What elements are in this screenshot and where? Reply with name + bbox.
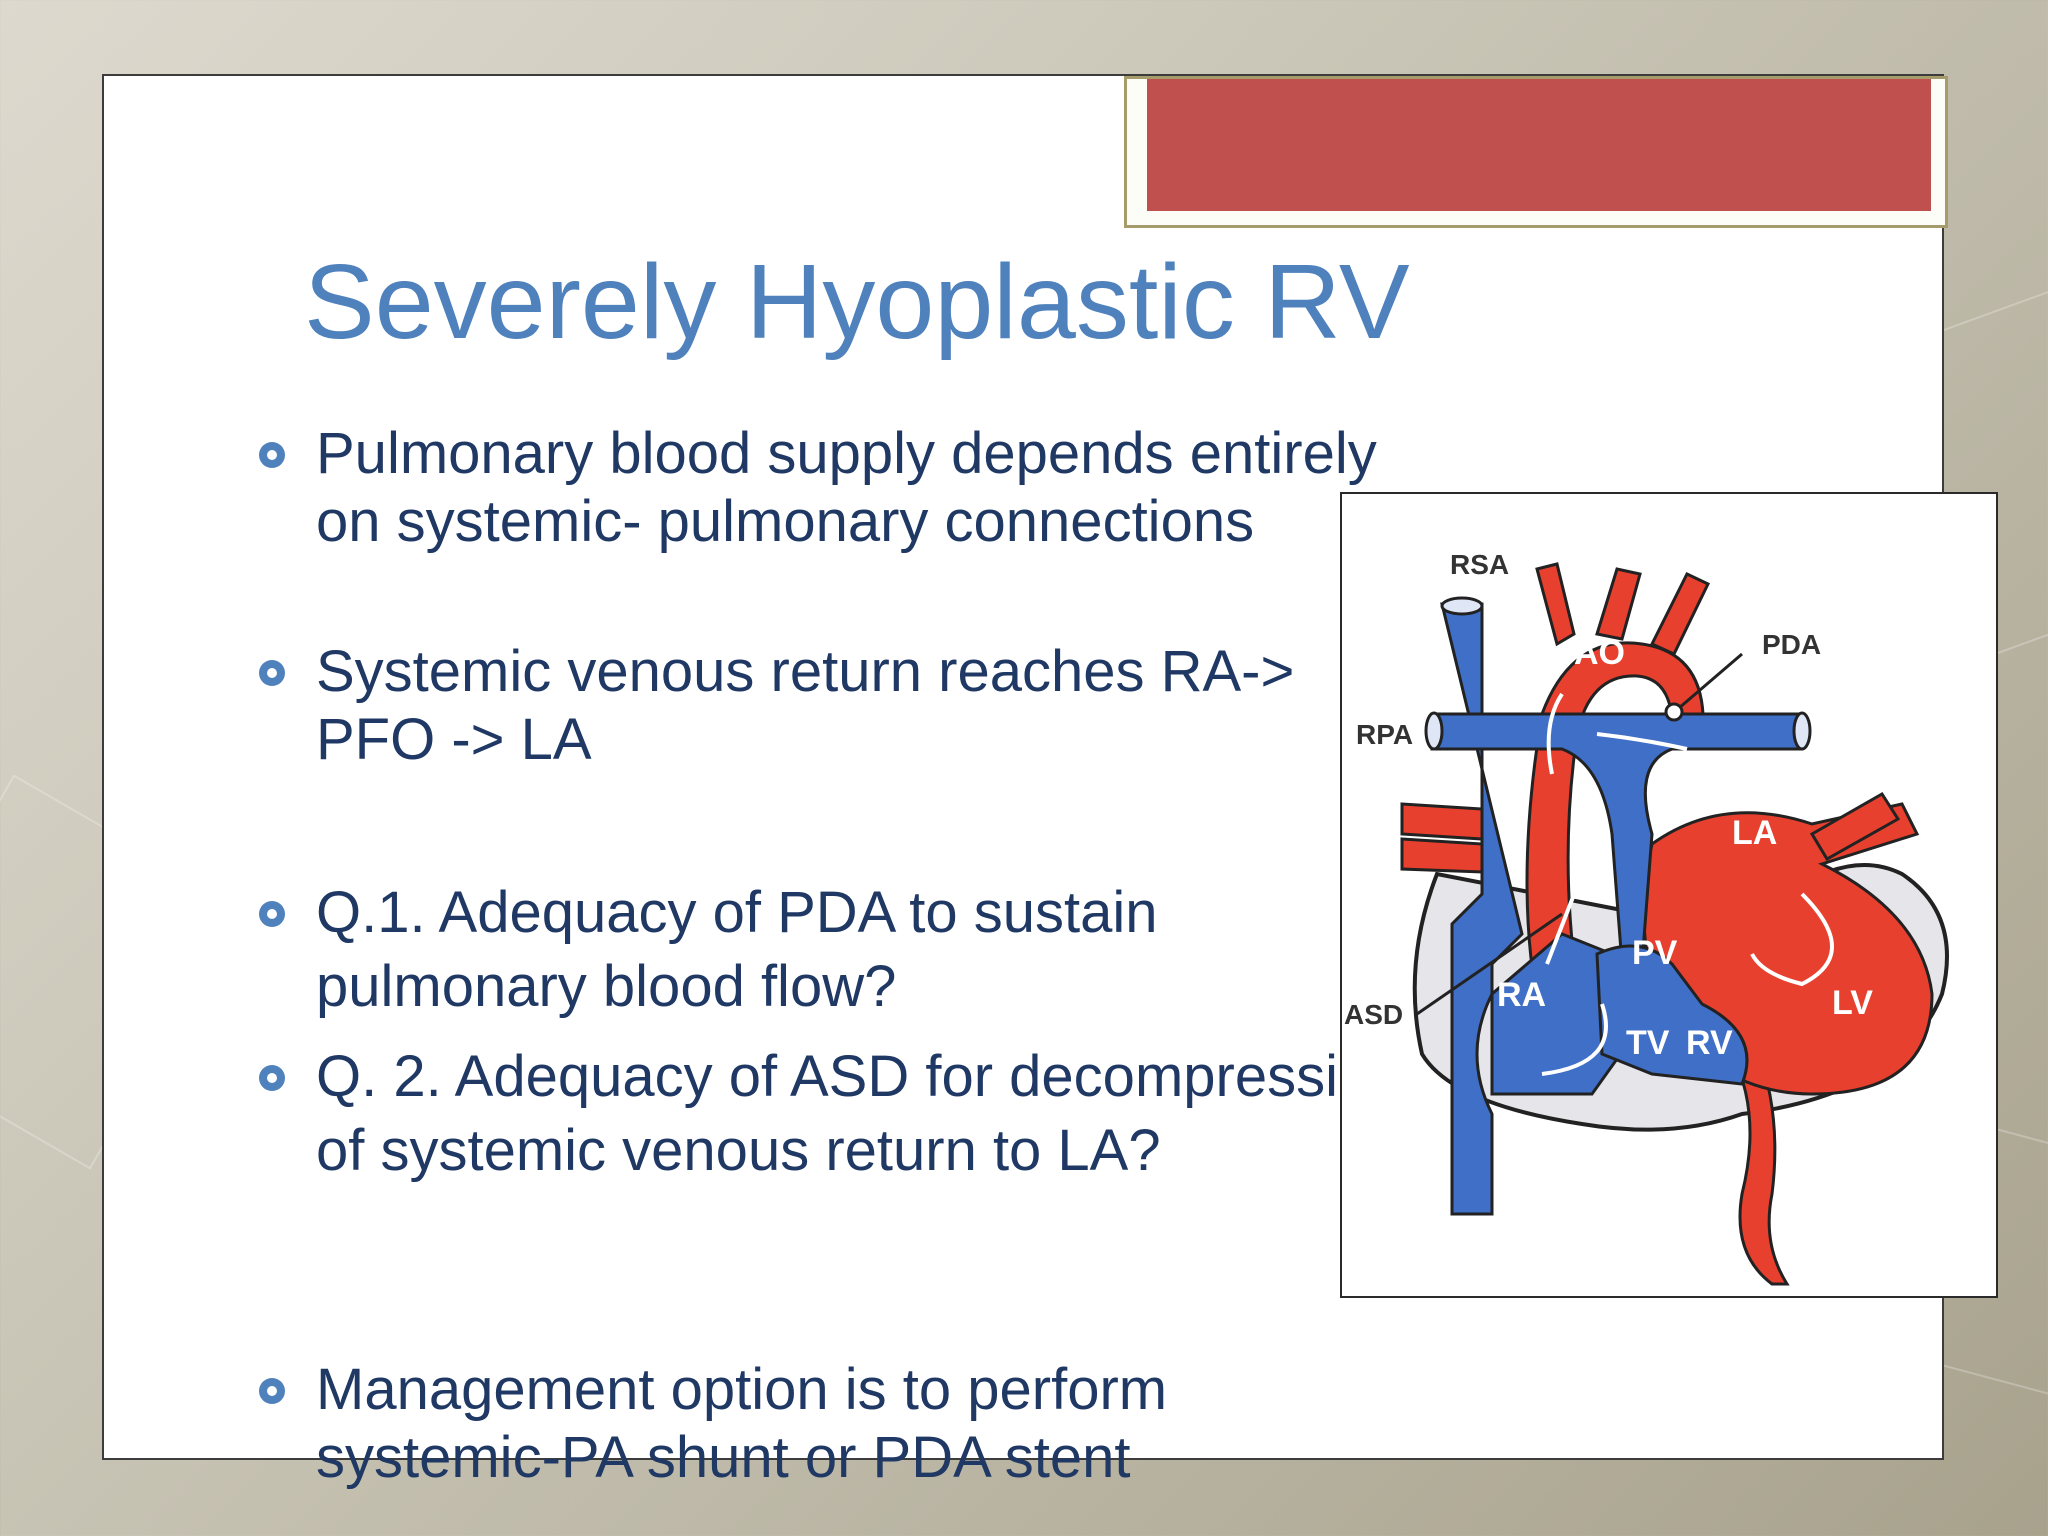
- flow-arrow: [1596, 732, 1688, 751]
- bullet-item: Q.1. Adequacy of PDA to sustain pulmonar…: [254, 876, 1404, 1024]
- label-la: LA: [1732, 814, 1777, 852]
- head-vessels: [1535, 562, 1711, 656]
- heart-diagram: RSA AO PDA RPA LA PV RA ASD LV TV RV: [1344, 549, 1949, 1286]
- asd-pointer: [1416, 912, 1563, 1016]
- accent-tab: [1124, 76, 1948, 228]
- label-pda: PDA: [1762, 629, 1821, 660]
- label-ra: RA: [1497, 976, 1546, 1014]
- pda-pointer: [1671, 652, 1743, 716]
- accent-tab-fill: [1147, 79, 1931, 211]
- slide-title: Severely Hyoplastic RV: [304, 243, 1410, 361]
- bullet-text: Q.1. Adequacy of PDA to sustain pulmonar…: [316, 880, 1158, 1019]
- flow-arrow: [1750, 892, 1834, 987]
- right-ventricle: [1595, 944, 1749, 1086]
- bullet-icon: [259, 660, 285, 686]
- bullet-icon: [259, 901, 285, 927]
- bullet-text: Systemic venous return reaches RA-> PFO …: [316, 639, 1295, 772]
- label-ao: AO: [1574, 634, 1625, 672]
- label-rsa: RSA: [1450, 549, 1509, 580]
- label-rv: RV: [1686, 1024, 1733, 1062]
- label-pv: PV: [1632, 934, 1678, 972]
- label-tv: TV: [1626, 1024, 1670, 1062]
- flow-arrow: [1546, 692, 1564, 775]
- bullet-icon: [259, 1065, 285, 1091]
- bullet-text: Management option is to perform systemic…: [316, 1357, 1168, 1490]
- bullet-item: Systemic venous return reaches RA-> PFO …: [254, 638, 1404, 774]
- bullet-icon: [259, 1378, 285, 1404]
- bullet-item: Q. 2. Adequacy of ASD for decompression …: [254, 1040, 1404, 1188]
- svc-opening: [1440, 596, 1484, 616]
- bullet-item: Pulmonary blood supply depends entirely …: [254, 420, 1404, 556]
- bullet-text: Q. 2. Adequacy of ASD for decompression …: [316, 1044, 1403, 1183]
- bullet-text: Pulmonary blood supply depends entirely …: [316, 421, 1377, 554]
- label-lv: LV: [1832, 984, 1873, 1022]
- descending-aorta: [1729, 1047, 1790, 1286]
- label-rpa: RPA: [1356, 719, 1413, 750]
- label-asd: ASD: [1344, 999, 1403, 1030]
- bullet-item: Management option is to perform systemic…: [254, 1356, 1404, 1492]
- pda-vessel: [1664, 702, 1684, 722]
- flow-arrow: [1545, 873, 1584, 965]
- heart-diagram-figure: RSA AO PDA RPA LA PV RA ASD LV TV RV: [1340, 492, 1998, 1298]
- bullet-icon: [259, 442, 285, 468]
- flow-arrow: [1541, 1003, 1608, 1076]
- rpa-opening: [1424, 711, 1444, 751]
- lpa-opening: [1792, 711, 1812, 751]
